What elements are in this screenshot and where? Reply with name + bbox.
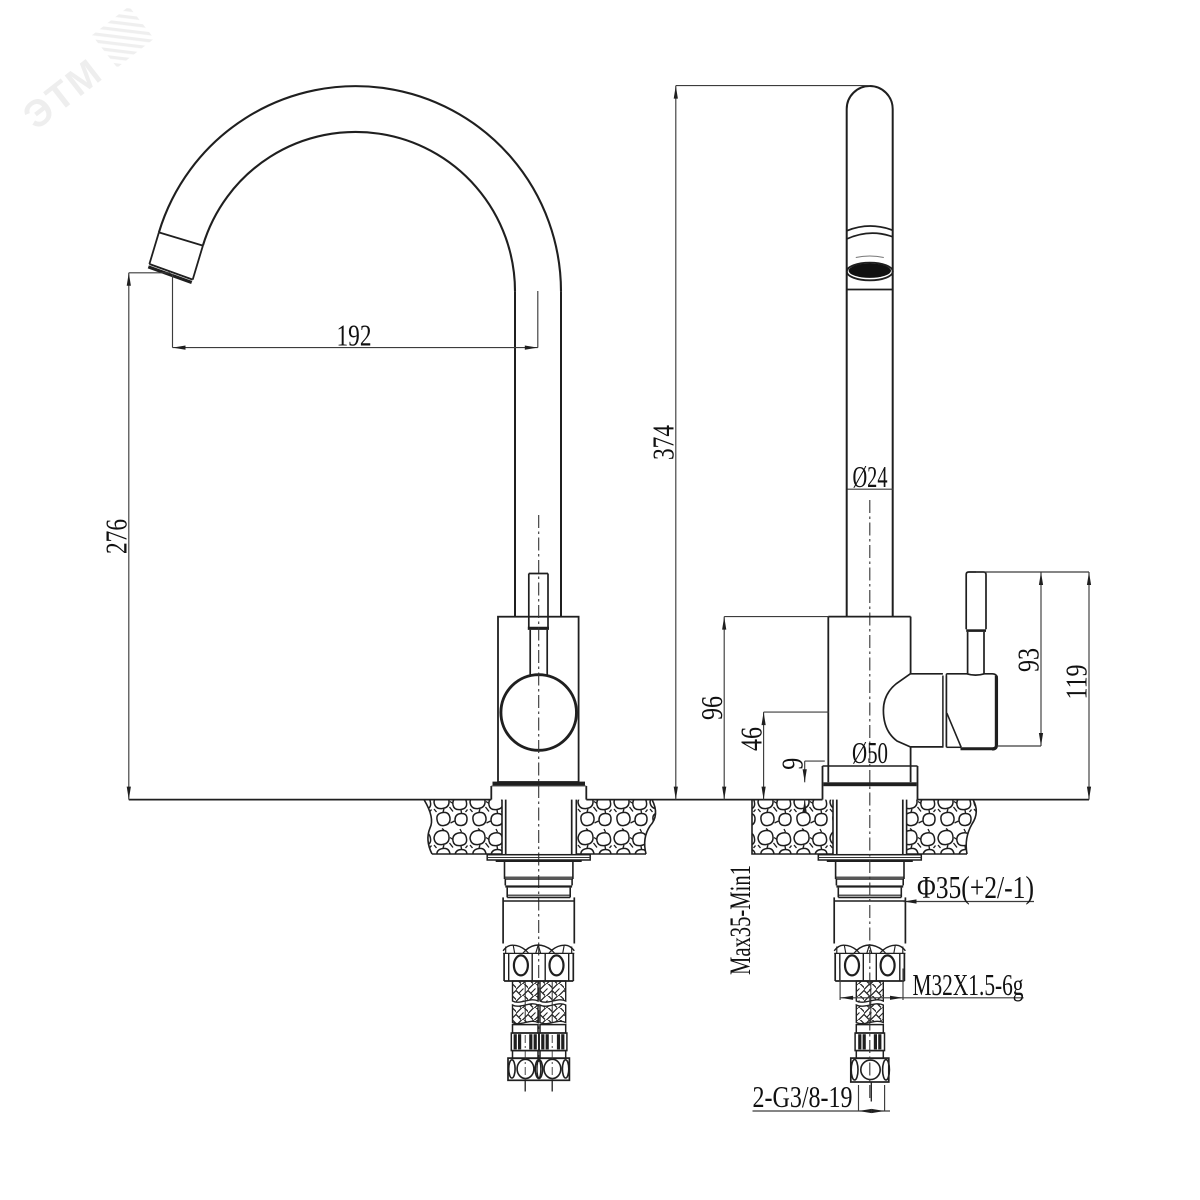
svg-text:Max35-Min1: Max35-Min1 (724, 865, 757, 975)
svg-text:374: 374 (646, 425, 681, 460)
svg-text:192: 192 (337, 318, 372, 353)
svg-text:276: 276 (99, 519, 134, 554)
svg-text:93: 93 (1011, 648, 1046, 672)
svg-text:96: 96 (694, 696, 729, 720)
svg-text:119: 119 (1059, 665, 1094, 700)
svg-text:M32X1.5-6g: M32X1.5-6g (913, 967, 1024, 1002)
svg-text:Ø50: Ø50 (852, 735, 888, 770)
svg-text:Φ35(+2/-1): Φ35(+2/-1) (917, 869, 1034, 905)
svg-text:Ø24: Ø24 (853, 459, 888, 494)
svg-text:2-G3/8-19: 2-G3/8-19 (753, 1079, 853, 1114)
svg-text:9: 9 (775, 758, 810, 770)
svg-text:46: 46 (734, 727, 769, 751)
